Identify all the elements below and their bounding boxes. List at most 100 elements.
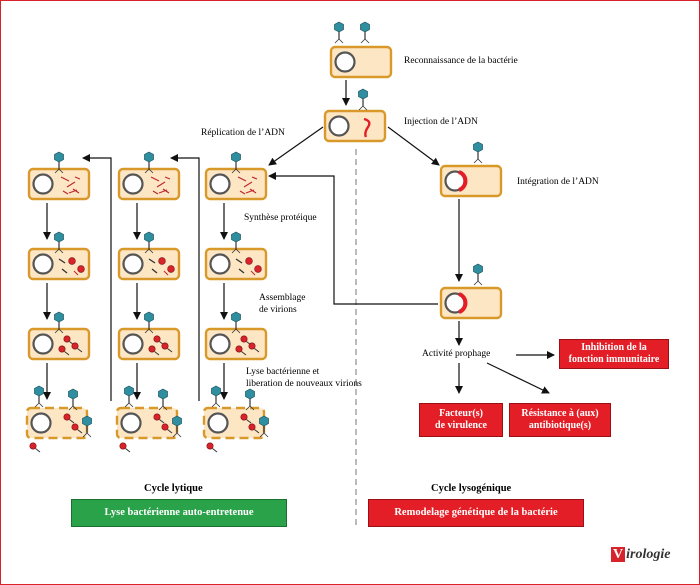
arrow-to-resistance [486,362,550,394]
dna-fragment-icon [251,176,258,180]
bacterial-chromosome-icon [209,253,231,275]
phage-icon [34,385,44,408]
virion-icon [153,413,165,424]
dna-fragment-icon [66,181,76,188]
box-facteur-line-2: de virulence [435,420,487,431]
virion-icon [71,423,83,434]
dna-fragment-icon [68,189,78,194]
virion-icon [119,442,131,453]
bacterial-chromosome-icon [122,253,144,275]
label-activite-prophage: Activité prophage [422,349,491,359]
tail-icon [235,258,243,264]
capsid-icon [245,257,253,265]
cell-lytic-2-lysis [115,406,179,440]
box-resistance-antibiotiques: Résistance à (aux)antibiotique(s) [509,403,611,437]
cell-lytic-3-2 [204,247,268,281]
phage-icon [54,231,64,254]
virion-icon [235,345,247,356]
phage-icon [124,385,134,408]
phage-icon [473,263,483,286]
bacterial-chromosome-icon [32,253,54,275]
phage-icon [172,415,182,438]
phage-icon [82,415,92,438]
title-cycle-lytique: Cycle lytique [144,483,203,494]
phage-icon [144,231,154,254]
bacterial-chromosome-icon [120,412,142,434]
cells-layer [25,21,503,453]
bacterial-chromosome-icon [122,173,144,195]
cell-lytic-2-2 [117,247,181,281]
virion-icon [161,423,173,434]
dna-fragment-icon [237,176,247,182]
phage-icon [231,231,241,254]
box-inhibition-line-2: fonction immunitaire [568,354,660,365]
arrow-reinfection-1 [82,154,112,401]
tail-icon [238,268,245,274]
bacterial-chromosome-icon [122,333,144,355]
cell-lytic-2-1 [117,167,181,201]
label-reconnaissance: Reconnaissance de la bactérie [404,56,518,66]
dna-fragment-icon [250,270,256,276]
cell-lytic-3-1 [204,167,268,201]
cell-integration [439,164,503,198]
box-resistance-line-1: Résistance à (aux) [521,407,599,419]
cell-prophage [439,286,503,320]
capsid-icon [254,265,262,273]
dna-fragment-icon [156,181,166,188]
virion-icon [63,335,75,346]
label-lyse: Lyse bactérienne et liberation de nouvea… [246,367,362,391]
phage-icon [473,141,483,164]
dna-fragment-icon [150,176,160,182]
phage-icon [54,311,64,334]
box-facteur-line-1: Facteur(s) [439,407,483,419]
label-injection: Injection de l’ADN [404,117,478,127]
bacterial-chromosome-icon [207,412,229,434]
bacterial-chromosome-icon [209,333,231,355]
dna-fragment-icon [74,176,81,180]
virion-icon [29,442,41,453]
capsid-icon [77,265,85,273]
phage-icon [144,151,154,174]
arrow-to-integration [387,126,440,166]
box-facteur-virulence: Facteur(s)de virulence [419,403,503,437]
phage-icon [68,388,78,411]
box-remodelage-genetique: Remodelage génétique de la bactérie [368,499,584,527]
cell-lytic-1-lysis [25,406,89,440]
dna-fragment-icon [73,270,79,276]
virion-icon [71,342,83,353]
phage-icon [358,88,368,111]
label-assemblage: Assemblage de virions [259,293,305,317]
arrow-reinfection-2 [170,154,200,401]
cell-lytic-1-3 [27,327,91,361]
cell-lytic-1-2 [27,247,91,281]
phage-icon [211,385,221,408]
virion-icon [161,342,173,353]
label-lyse-line-2: liberation de nouveaux virions [246,378,362,389]
bacterial-chromosome-icon [209,173,231,195]
label-lyse-line-1: Lyse bactérienne et [246,367,320,377]
dna-fragment-icon [158,189,168,194]
logo-initial: V [611,547,626,562]
cell-lytic-2-3 [117,327,181,361]
label-replication: Réplication de l’ADN [201,128,285,138]
phage-dna-icon [363,117,371,138]
phage-icon [360,21,370,44]
label-assemblage-line-2: de virions [259,304,297,315]
integrated-dna-icon [458,170,468,192]
bacterial-chromosome-icon [30,412,52,434]
cell-reconnaissance [329,45,393,79]
phage-icon [144,311,154,334]
phage-icon [158,388,168,411]
phage-icon [54,151,64,174]
cell-lytic-3-lysis [202,406,266,440]
arrow-prophage-to-replication [268,172,438,305]
phage-icon [259,415,269,438]
arrows-layer [43,80,555,401]
virion-icon [63,413,75,424]
tail-icon [151,268,158,274]
cell-injection [323,109,387,143]
